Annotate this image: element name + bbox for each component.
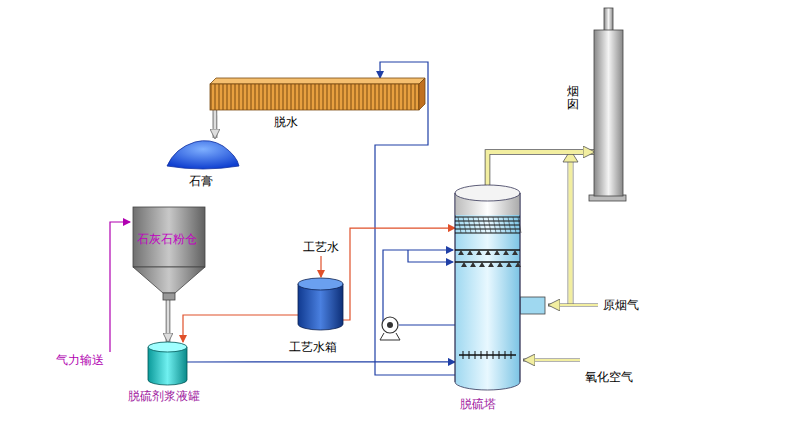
node-label: 石膏 xyxy=(189,174,213,188)
limestone-silo: 石灰石粉仓 xyxy=(133,207,205,300)
pipe-outline xyxy=(213,110,218,138)
flow-line xyxy=(183,315,298,342)
flow-connector xyxy=(183,315,298,342)
node-label: 石灰石粉仓 xyxy=(137,232,197,246)
node-label: 烟囱 xyxy=(567,85,579,111)
pipe-outline xyxy=(166,300,171,342)
pipe-outline xyxy=(488,152,595,185)
gypsum-pile-shape xyxy=(165,138,240,170)
stream-label: 气力输送 xyxy=(56,353,104,367)
flow-line xyxy=(187,361,455,362)
absorber-tower: 脱硫塔 xyxy=(455,185,520,390)
node-label: 脱硫剂浆液罐 xyxy=(128,389,200,403)
flow-line xyxy=(488,152,595,185)
node-label: 脱水 xyxy=(274,115,298,129)
flow-line xyxy=(213,110,216,138)
slurry-tank: 脱硫剂浆液罐 xyxy=(148,342,187,385)
gypsum-pile: 石膏 xyxy=(165,138,240,170)
flow-connector xyxy=(343,228,455,320)
flow-line xyxy=(343,228,455,320)
absorber-tower-shape xyxy=(455,185,520,390)
flow-connector xyxy=(214,110,215,138)
limestone-silo-shape xyxy=(133,207,205,300)
process-water-tank: 工艺水箱 xyxy=(298,278,343,330)
flow-line xyxy=(167,300,170,342)
stream-label: 工艺水 xyxy=(303,240,339,254)
dewatering-belt-shape xyxy=(210,78,425,110)
flow-connector xyxy=(168,300,169,342)
dewatering-belt: 脱水 xyxy=(210,78,425,110)
chimney: 烟囱 xyxy=(594,30,623,196)
stream-label: 氧化空气 xyxy=(585,370,633,384)
stream-label: 原烟气 xyxy=(603,298,639,312)
node-label: 脱硫塔 xyxy=(460,397,496,411)
chimney-shape xyxy=(594,30,623,196)
slurry-tank-shape xyxy=(148,342,187,385)
flow-connector xyxy=(488,152,595,185)
process-water-tank-shape xyxy=(298,278,343,330)
node-label: 工艺水箱 xyxy=(289,340,337,354)
flow-connector xyxy=(187,361,455,362)
